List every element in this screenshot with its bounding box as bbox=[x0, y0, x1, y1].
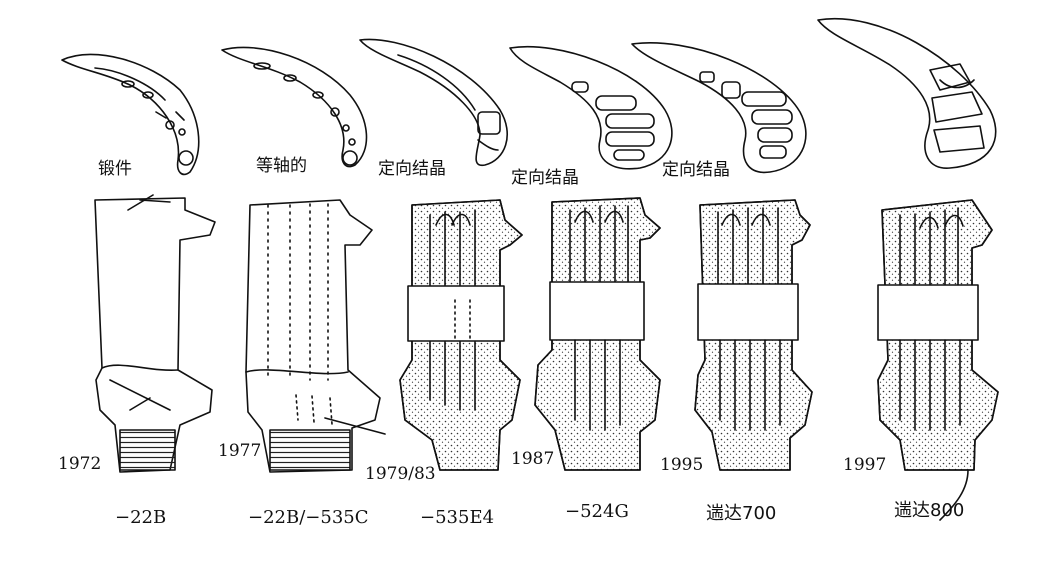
blade-1972 bbox=[94, 194, 216, 473]
process-label-2: 等轴的 bbox=[256, 156, 307, 176]
watermark-source: 头条 @航空之家 bbox=[850, 546, 1004, 570]
model-label-5: 遄达700 bbox=[706, 503, 777, 524]
year-label-3: 1979/83 bbox=[365, 464, 436, 484]
blade-1979 bbox=[399, 199, 523, 471]
year-label-2: 1977 bbox=[218, 441, 262, 461]
process-label-3: 定向结晶 bbox=[378, 159, 446, 179]
airfoil-section-1997 bbox=[817, 17, 997, 169]
model-label-2: −22B/−535C bbox=[248, 507, 369, 528]
airfoil-section-1987 bbox=[509, 46, 673, 170]
process-label-5: 定向结晶 bbox=[662, 160, 730, 180]
model-label-6: 遄达800 bbox=[894, 500, 965, 521]
blade-1987 bbox=[534, 197, 661, 471]
year-label-5: 1995 bbox=[660, 455, 704, 475]
watermark-account-text: 航空之家 bbox=[968, 525, 1029, 543]
airfoil-section-1995 bbox=[631, 42, 807, 174]
watermark-account: 航空之家 bbox=[946, 527, 1028, 542]
year-label-6: 1997 bbox=[843, 455, 887, 475]
year-label-4: 1987 bbox=[511, 449, 555, 469]
chat-bubble-icon bbox=[946, 527, 964, 542]
model-label-3: −535E4 bbox=[420, 507, 495, 528]
airfoil-section-1972 bbox=[61, 53, 200, 176]
blade-1995 bbox=[694, 199, 813, 471]
model-label-1: −22B bbox=[115, 507, 167, 528]
blade-1977 bbox=[245, 199, 386, 473]
blade-1997 bbox=[877, 199, 999, 521]
airfoil-section-1977 bbox=[221, 46, 368, 168]
process-label-4: 定向结晶 bbox=[511, 168, 579, 188]
process-label-1: 锻件 bbox=[98, 159, 132, 179]
airfoil-section-1979 bbox=[359, 38, 509, 166]
model-label-4: −524G bbox=[565, 501, 629, 522]
year-label-1: 1972 bbox=[58, 454, 102, 474]
